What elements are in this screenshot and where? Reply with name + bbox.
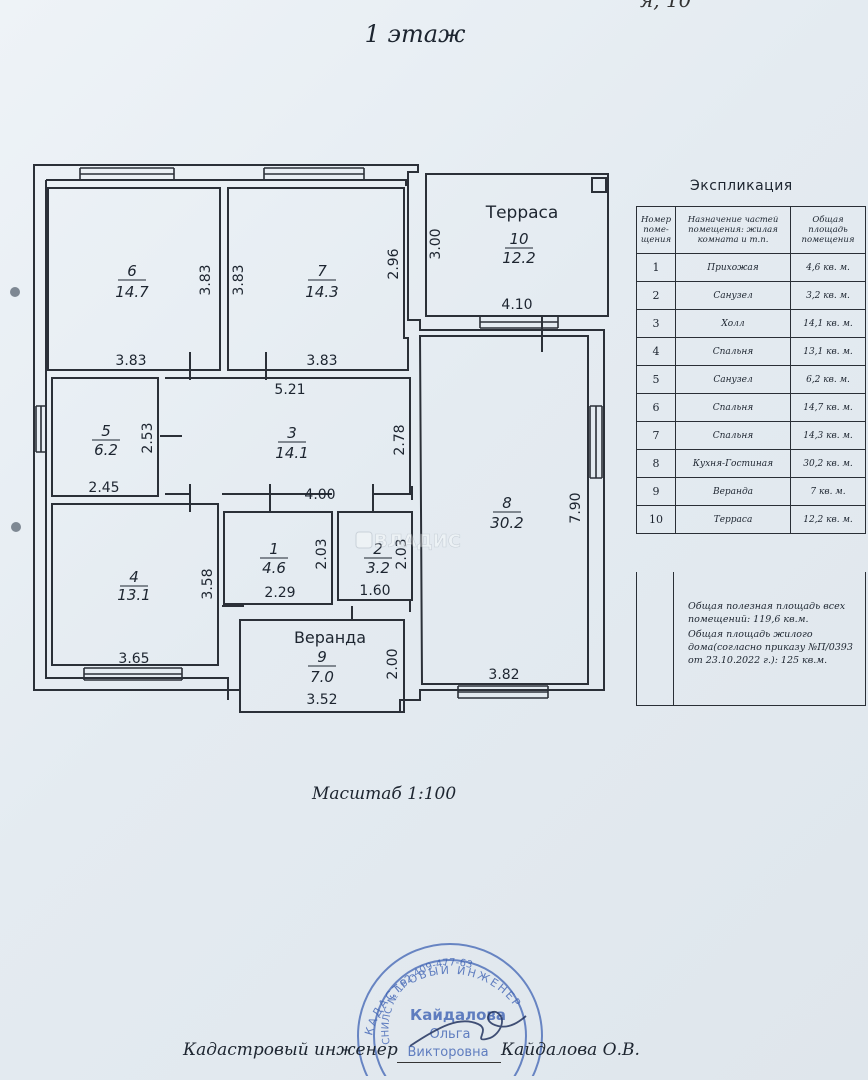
room-number: 5	[101, 422, 111, 440]
dimension-label: 3.52	[306, 692, 337, 708]
room-name: Веранда	[294, 628, 366, 647]
dimension-label: 2.96	[386, 248, 402, 279]
window	[263, 167, 365, 181]
binder-hole	[11, 522, 21, 532]
room-number: 10	[509, 230, 528, 248]
stamp: КАДАСТРОВЫЙ ИНЖЕНЕР СНИЛС № 162-409-477-…	[357, 943, 543, 1076]
engineer-label: Кадастровый инженер	[183, 1040, 398, 1060]
dimension-label: 1.60	[359, 583, 390, 599]
dimension-label: 2.53	[140, 422, 156, 453]
stamp-line-2: Ольга	[430, 1027, 471, 1042]
dimension-label: 3.83	[198, 264, 214, 295]
explication-title: Экспликация	[690, 178, 793, 194]
window	[457, 685, 549, 699]
room-number: 2	[373, 540, 383, 558]
window	[589, 405, 603, 479]
room-number: 7	[317, 262, 327, 280]
room-1-wall	[223, 511, 333, 605]
header-area: Общая площадь помещения	[790, 206, 866, 254]
page-title: 1 этаж	[364, 20, 466, 48]
window	[35, 405, 47, 453]
room-number: 3	[287, 424, 297, 442]
windows	[35, 167, 603, 699]
watermark: ВЛАДИС	[355, 531, 461, 552]
room-number: 1	[269, 540, 279, 558]
room-number: 4	[129, 568, 139, 586]
dimension-label: 2.45	[88, 480, 119, 496]
room-name: Терраса	[485, 203, 559, 223]
room-area: 14.1	[275, 444, 308, 462]
room-6-wall	[47, 187, 221, 371]
room-number: 6	[127, 262, 137, 280]
watermark-text: ВЛАДИС	[374, 531, 461, 552]
signature-line	[397, 1062, 501, 1063]
dimension-label: 3.83	[115, 353, 146, 369]
room-area: 3.2	[366, 559, 390, 577]
dimension-label: 3.82	[488, 667, 519, 683]
explication-table: Номер поме- щения Назначение частей поме…	[636, 206, 866, 534]
dimension-label: 2.03	[394, 538, 410, 569]
dimension-label: 4.00	[304, 487, 335, 503]
dimension-label: 3.58	[200, 568, 216, 599]
dimension-label: 2.78	[392, 424, 408, 455]
engineer-name: Кайдалова О.В.	[501, 1040, 640, 1060]
window	[83, 667, 183, 681]
room-number: 9	[317, 648, 327, 666]
corner-text: я, 10	[640, 0, 692, 12]
stamp-line-3: Викторовна	[407, 1045, 488, 1060]
room-3-wall	[165, 377, 411, 495]
header-num: Номер поме- щения	[636, 206, 676, 254]
room-4-wall	[51, 503, 219, 666]
room-area: 14.7	[115, 283, 149, 301]
dimension-label: 3.83	[306, 353, 337, 369]
header-purpose: Назначение частей помещения: жилая комна…	[675, 206, 791, 254]
dimension-label: 2.29	[264, 585, 295, 601]
room-area: 13.1	[117, 586, 150, 604]
dimension-label: 5.21	[274, 382, 305, 398]
summary-useful-area: Общая полезная площадь всех помещений: 1…	[688, 601, 846, 625]
dimension-label: 2.03	[314, 538, 330, 569]
dimension-label: 2.00	[385, 648, 401, 679]
dimension-label: 3.83	[231, 264, 247, 295]
summary-living-area: Общая площадь жилого дома(согласно прика…	[688, 629, 853, 666]
room-area: 30.2	[490, 514, 523, 532]
dimension-label: 4.10	[501, 297, 532, 313]
room-area: 7.0	[310, 668, 334, 686]
dimension-label: 3.00	[428, 228, 444, 259]
window	[79, 167, 175, 181]
scale-label: Масштаб 1:100	[312, 784, 457, 804]
stamp-line-1: Кайдалова	[410, 1006, 506, 1024]
room-9-wall	[239, 619, 405, 713]
room-area: 4.6	[262, 559, 286, 577]
room-area: 14.3	[305, 283, 338, 301]
dimension-label: 7.90	[568, 492, 584, 523]
dimension-label: 3.65	[118, 651, 149, 667]
window	[479, 315, 559, 329]
explication-summary: Общая полезная площадь всех помещений: 1…	[636, 572, 866, 706]
floor-plan: 6 14.7 7 14.3 Терраса 10 12.2 5 6.2 3 14…	[33, 164, 609, 713]
room-8-wall	[418, 335, 589, 685]
room-area: 6.2	[94, 441, 118, 459]
room-7-wall	[227, 187, 409, 371]
room-5-wall	[51, 377, 159, 497]
outer-wall-inner	[46, 179, 407, 186]
binder-hole	[10, 287, 20, 297]
room-number: 8	[502, 494, 512, 512]
terrace-corner-post	[591, 177, 607, 193]
room-2-wall	[337, 511, 413, 601]
room-area: 12.2	[502, 249, 535, 267]
handwritten-signature	[409, 1010, 527, 1047]
